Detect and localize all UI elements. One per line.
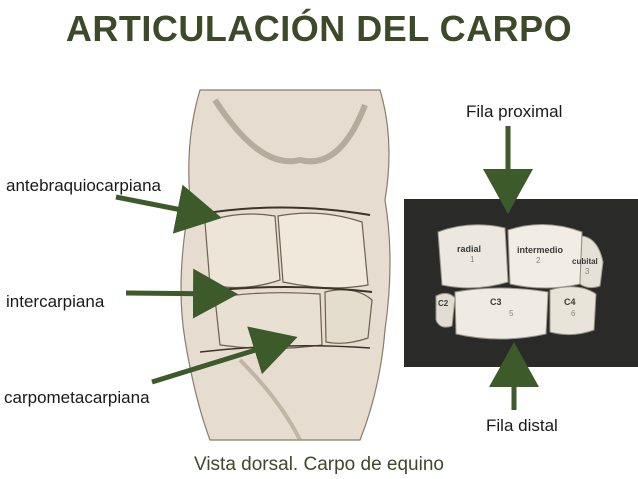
label-intercarpiana: intercarpiana [6,292,105,311]
photo-bone-c3 [454,287,549,340]
arrow-carpometacarpiana [151,326,298,385]
bone-intermedio [277,212,369,289]
bone-c4-drawing [324,289,373,344]
bone-number-c4: 6 [571,309,576,318]
label-fila-distal: Fila distal [486,416,558,435]
bone-label-cubital: cubital [572,257,598,266]
label-carpometacarpiana: carpometacarpiana [4,388,150,407]
carpus-photo: radial 1 intermedio 2 cubital 3 C2 C3 5 … [404,199,638,367]
dorsal-carpus-drawing [180,89,391,441]
arrow-antebraquiocarpiana [115,184,222,234]
bone-number-intermedio: 2 [536,256,541,265]
radius-shading [212,98,368,165]
bone-label-intermedio: intermedio [517,245,564,255]
bone-number-radial: 1 [470,255,475,264]
bone-label-radial: radial [457,244,481,254]
photo-bone-intermedio [507,223,583,289]
arrow-intercarpiana [125,268,238,319]
photo-bone-c4 [549,286,597,336]
figure-caption: Vista dorsal. Carpo de equino [194,454,444,475]
photo-bone-cubital [579,235,604,289]
bone-radial [204,213,281,289]
photo-bone-c2 [435,292,456,328]
bone-label-c3: C3 [490,297,502,307]
photo-bone-radial [437,224,509,289]
bone-number-cubital: 3 [585,267,590,276]
slide-title: ARTICULACIÓN DEL CARPO [65,8,573,49]
bone-label-c2: C2 [438,299,449,308]
label-fila-proximal: Fila proximal [466,102,563,121]
bone-c3-drawing [214,292,323,350]
label-antebraquiocarpiana: antebraquiocarpiana [6,176,162,195]
bone-label-c4: C4 [564,297,576,307]
bone-number-c3: 5 [509,309,514,318]
